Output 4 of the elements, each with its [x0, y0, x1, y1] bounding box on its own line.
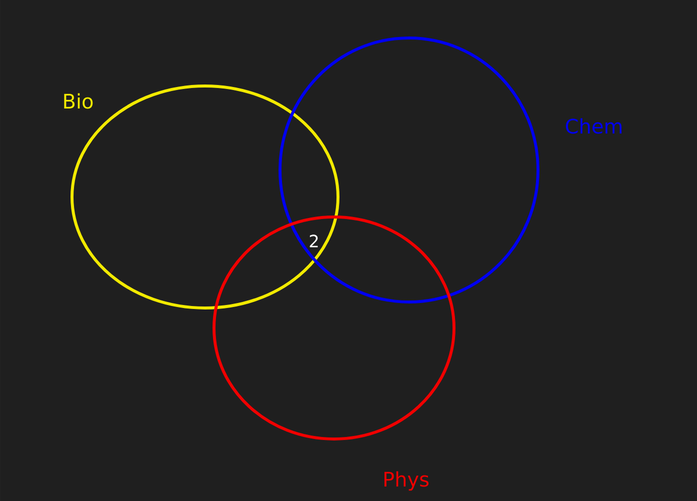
- region-count: 2: [310, 234, 318, 248]
- set-label: Phys: [384, 471, 429, 491]
- set-label: Chem: [566, 118, 622, 134]
- set-label: Bio: [64, 93, 93, 109]
